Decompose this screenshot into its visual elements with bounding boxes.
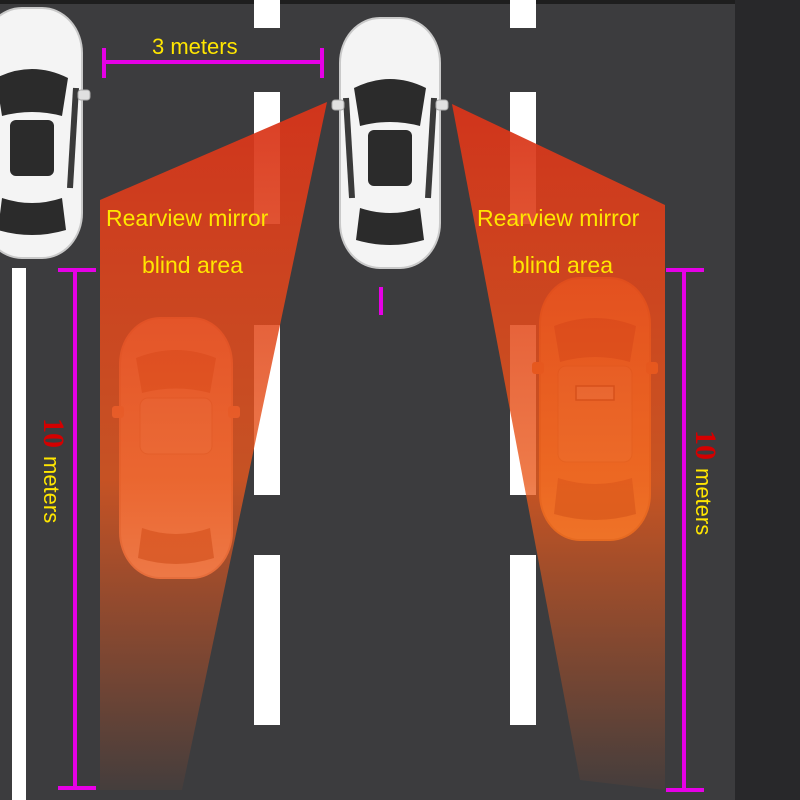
left-zone-label-line1: Rearview mirror — [106, 205, 269, 231]
right-distance-label: 10 meters — [688, 430, 722, 535]
ego-car — [332, 18, 448, 268]
left-distance-unit: meters — [39, 456, 64, 524]
left-blind-zone — [100, 102, 327, 790]
lane-width-dimension — [102, 48, 324, 78]
lane-width-label: 3 meters — [152, 34, 238, 59]
right-distance-dimension — [666, 268, 704, 792]
left-distance-label: 10 meters — [36, 418, 70, 523]
left-distance-value: 10 — [37, 418, 70, 448]
top-edge — [0, 0, 735, 4]
ego-center-tick — [379, 287, 383, 315]
right-blind-zone — [452, 104, 665, 790]
right-distance-value: 10 — [689, 430, 722, 460]
adjacent-white-car — [0, 8, 90, 258]
left-zone-label-line2: blind area — [142, 252, 244, 278]
right-zone-label-line1: Rearview mirror — [477, 205, 640, 231]
left-distance-dimension — [58, 268, 96, 790]
right-distance-unit: meters — [691, 468, 716, 536]
left-edge-line — [12, 268, 26, 800]
right-zone-label-line2: blind area — [512, 252, 614, 278]
road-shoulder — [735, 0, 800, 800]
